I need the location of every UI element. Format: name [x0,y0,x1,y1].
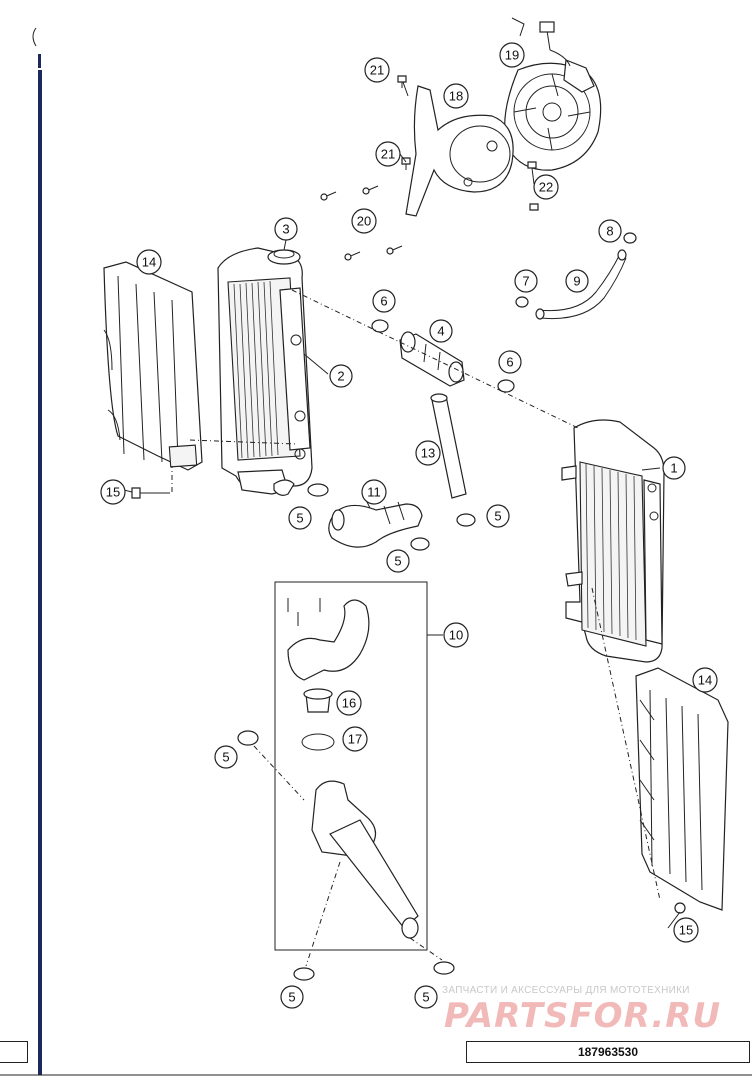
callout-10: 10 [443,622,469,648]
svg-text:14: 14 [698,673,712,688]
callout-15b: 15 [673,917,699,943]
page-frame [0,27,752,1076]
svg-text:3: 3 [282,222,289,237]
drawing-number: 187963530 [466,1041,750,1063]
svg-text:6: 6 [506,355,513,370]
svg-text:16: 16 [342,696,356,711]
svg-text:1: 1 [670,461,677,476]
hose-11 [328,501,423,548]
callout-5f: 5 [414,985,438,1009]
pipe-13 [430,393,467,499]
left-radiator [217,247,313,496]
callout-18: 18 [443,83,469,109]
callout-13: 13 [415,440,441,466]
callout-7: 7 [514,269,538,293]
callout-2: 2 [329,364,353,388]
callout-5b: 5 [486,504,510,528]
svg-text:13: 13 [421,446,435,461]
svg-text:4: 4 [437,324,444,339]
svg-text:6: 6 [380,294,387,309]
svg-text:2: 2 [337,369,344,384]
callout-21b: 21 [375,141,401,167]
callout-9: 9 [565,269,589,293]
svg-text:5: 5 [494,509,501,524]
callout-22: 22 [533,174,559,200]
screws [320,75,539,261]
right-shroud [635,667,729,914]
svg-text:11: 11 [367,485,381,500]
svg-text:15: 15 [106,485,120,500]
callout-19: 19 [499,42,525,68]
callout-3: 3 [274,217,298,241]
svg-text:7: 7 [522,274,529,289]
callout-6b: 6 [498,350,522,374]
svg-text:20: 20 [357,214,371,229]
svg-text:15: 15 [679,923,693,938]
right-radiator [561,419,665,663]
svg-text:21: 21 [381,147,395,162]
thermostat-kit [274,581,443,951]
svg-text:5: 5 [222,750,229,765]
svg-text:5: 5 [394,554,401,569]
callout-15a: 15 [100,479,126,505]
callout-20: 20 [351,208,377,234]
hose-connector [399,331,465,387]
svg-text:17: 17 [348,732,362,747]
callout-14b: 14 [692,667,718,693]
corner-frame-box [0,1041,28,1063]
svg-text:19: 19 [505,48,519,63]
left-radiator-fins [233,280,279,459]
fan-assembly [504,17,602,171]
hose-9 [515,232,637,320]
callout-17: 17 [342,726,368,752]
callout-4: 4 [429,319,453,343]
svg-text:9: 9 [573,274,580,289]
left-shroud [103,261,203,471]
fan-bracket [405,85,514,217]
assembly-lines [189,289,661,967]
callout-14a: 14 [136,249,162,275]
svg-text:5: 5 [422,990,429,1005]
leader-lines [123,81,681,929]
svg-text:22: 22 [539,180,553,195]
callout-6a: 6 [372,289,396,313]
callout-5d: 5 [214,745,238,769]
svg-text:14: 14 [142,255,156,270]
clamps-6 [371,319,515,393]
callout-5c: 5 [386,549,410,573]
callout-5a: 5 [288,506,312,530]
svg-text:21: 21 [370,63,384,78]
svg-text:8: 8 [606,224,613,239]
bolt-left [131,466,173,499]
callouts: 1 2 3 4 5 5 5 5 5 5 6 6 7 8 9 10 11 13 1… [100,42,718,1009]
callout-11: 11 [361,479,387,505]
svg-text:10: 10 [449,628,463,643]
watermark-subtitle: ЗАПЧАСТИ И АКСЕССУАРЫ ДЛЯ МОТОТЕХНИКИ [442,985,690,996]
svg-text:5: 5 [288,990,295,1005]
clamps-5 [237,483,476,981]
right-radiator-fins [585,463,637,641]
callout-1: 1 [662,456,686,480]
svg-text:5: 5 [296,511,303,526]
callout-8: 8 [598,219,622,243]
callout-5e: 5 [280,985,304,1009]
watermark-brand: PARTSFOR.RU [444,996,722,1036]
callout-21a: 21 [364,57,390,83]
callout-16: 16 [336,690,362,716]
svg-text:18: 18 [449,89,463,104]
